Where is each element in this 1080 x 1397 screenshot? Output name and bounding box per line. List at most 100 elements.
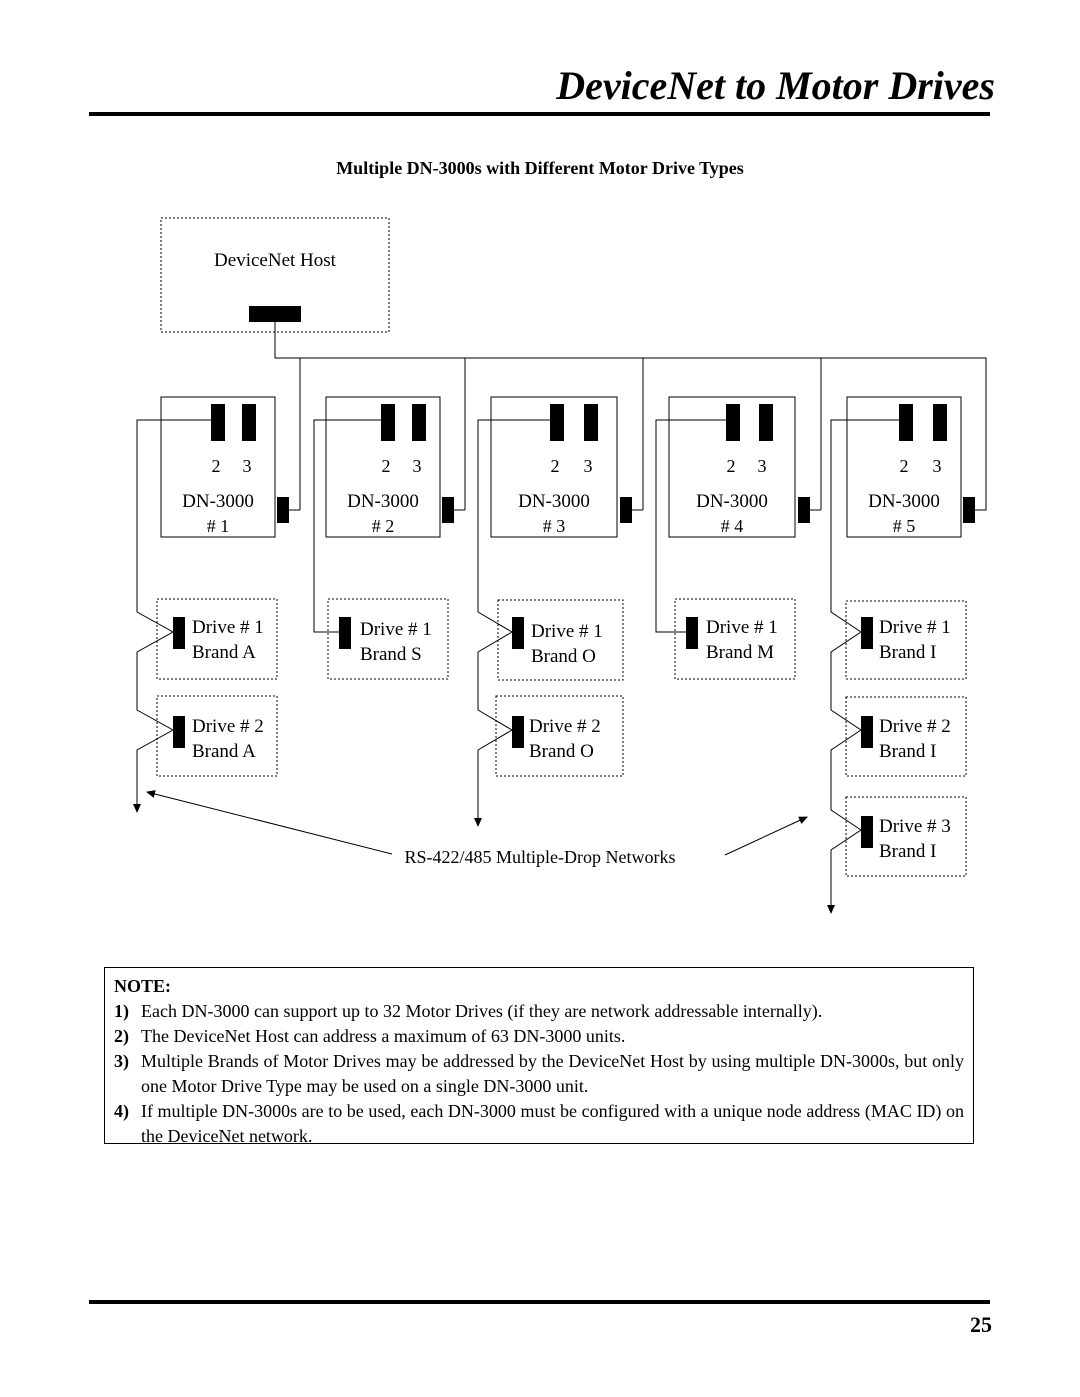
port-2-connector bbox=[211, 404, 225, 441]
drive-brand: Brand I bbox=[879, 642, 937, 663]
devicenet-host-label: DeviceNet Host bbox=[214, 250, 337, 271]
devicenet-connector bbox=[798, 497, 810, 523]
drive-name: Drive # 1 bbox=[531, 621, 603, 642]
drive-box-frame bbox=[327, 598, 449, 680]
drive-name: Drive # 3 bbox=[879, 816, 951, 837]
note-number: 3) bbox=[114, 1051, 129, 1071]
port-2-label: 2 bbox=[212, 456, 221, 476]
port-3-label: 3 bbox=[933, 456, 942, 476]
note-title: NOTE: bbox=[114, 976, 172, 996]
dn3000-model: DN-3000 bbox=[696, 491, 768, 512]
drive-box-frame bbox=[495, 695, 624, 777]
port-3-label: 3 bbox=[584, 456, 593, 476]
port-2-label: 2 bbox=[551, 456, 560, 476]
devicenet-trunk bbox=[274, 322, 987, 511]
port-2-connector bbox=[550, 404, 564, 441]
port-2-label: 2 bbox=[382, 456, 391, 476]
note-item: 4) If multiple DN-3000s are to be used, … bbox=[114, 1099, 964, 1149]
drive-box-frame bbox=[845, 696, 967, 777]
callout-arrow-right bbox=[724, 816, 808, 856]
port-2-label: 2 bbox=[900, 456, 909, 476]
drive-box: Drive # 2 Brand O bbox=[495, 695, 624, 777]
drive-brand: Brand M bbox=[706, 642, 774, 663]
dn3000-number: # 1 bbox=[207, 516, 230, 536]
devicenet-connector bbox=[277, 497, 289, 523]
port-3-connector bbox=[412, 404, 426, 441]
port-3-label: 3 bbox=[243, 456, 252, 476]
note-box: NOTE: 1) Each DN-3000 can support up to … bbox=[104, 967, 974, 1146]
dn3000-number: # 3 bbox=[543, 516, 566, 536]
drive-connector bbox=[512, 617, 524, 649]
drive-box-frame bbox=[156, 695, 278, 777]
drive-box: Drive # 1 Brand I bbox=[845, 600, 967, 680]
dn3000-box bbox=[325, 396, 441, 538]
devicenet-connector bbox=[963, 497, 975, 523]
drive-brand: Brand S bbox=[360, 644, 422, 665]
dn3000-box bbox=[490, 396, 618, 538]
dn3000-box bbox=[846, 396, 962, 538]
note-number: 2) bbox=[114, 1026, 129, 1046]
port-2-connector bbox=[726, 404, 740, 441]
serial-bus-unit-3 bbox=[474, 419, 550, 827]
drive-brand: Brand O bbox=[529, 741, 594, 762]
dn3000-model: DN-3000 bbox=[182, 491, 254, 512]
dn3000-number: # 2 bbox=[372, 516, 395, 536]
diagram-title: Multiple DN-3000s with Different Motor D… bbox=[336, 158, 744, 178]
drive-brand: Brand A bbox=[192, 642, 256, 663]
drive-box: Drive # 1 Brand O bbox=[497, 599, 624, 681]
drive-name: Drive # 2 bbox=[879, 716, 951, 737]
host-connector bbox=[249, 306, 301, 322]
drive-connector bbox=[686, 617, 698, 649]
drive-name: Drive # 1 bbox=[360, 619, 432, 640]
port-2-label: 2 bbox=[727, 456, 736, 476]
drive-connector bbox=[339, 617, 351, 649]
drive-connector bbox=[861, 617, 873, 649]
note-text: Multiple Brands of Motor Drives may be a… bbox=[141, 1051, 964, 1096]
drive-box: Drive # 2 Brand A bbox=[156, 695, 278, 777]
note-item: 3) Multiple Brands of Motor Drives may b… bbox=[114, 1049, 964, 1099]
note-text: Each DN-3000 can support up to 32 Motor … bbox=[141, 1001, 823, 1021]
port-3-label: 3 bbox=[758, 456, 767, 476]
dn3000-unit-5: 2 3 DN-3000 # 5 bbox=[846, 396, 975, 538]
serial-bus-unit-5 bbox=[827, 419, 899, 914]
network-diagram: DeviceNet Host 2 3 DN-3000 # 1 2 3 DN-30… bbox=[133, 217, 987, 914]
port-3-label: 3 bbox=[413, 456, 422, 476]
port-2-connector bbox=[381, 404, 395, 441]
drive-box: Drive # 1 Brand S bbox=[327, 598, 449, 680]
drive-box-frame bbox=[156, 598, 278, 680]
dn3000-unit-3: 2 3 DN-3000 # 3 bbox=[490, 396, 632, 538]
drive-name: Drive # 2 bbox=[192, 716, 264, 737]
port-3-connector bbox=[242, 404, 256, 441]
note-number: 4) bbox=[114, 1101, 129, 1121]
devicenet-connector bbox=[620, 497, 632, 523]
drive-brand: Brand I bbox=[879, 741, 937, 762]
header-rule bbox=[89, 112, 990, 116]
page-header-title: DeviceNet to Motor Drives bbox=[556, 63, 995, 108]
drive-name: Drive # 1 bbox=[879, 617, 951, 638]
drive-box: Drive # 3 Brand I bbox=[845, 796, 967, 877]
drive-box-frame bbox=[497, 599, 624, 681]
devicenet-connector bbox=[442, 497, 454, 523]
serial-bus-unit-4 bbox=[655, 419, 726, 633]
dn3000-unit-2: 2 3 DN-3000 # 2 bbox=[325, 396, 454, 538]
drive-connector bbox=[861, 816, 873, 848]
serial-bus-unit-1 bbox=[133, 419, 211, 813]
note-text: If multiple DN-3000s are to be used, eac… bbox=[141, 1101, 964, 1146]
note-text: The DeviceNet Host can address a maximum… bbox=[141, 1026, 626, 1046]
drive-box-frame bbox=[845, 796, 967, 877]
drive-connector bbox=[861, 716, 873, 748]
dn3000-model: DN-3000 bbox=[518, 491, 590, 512]
port-3-connector bbox=[584, 404, 598, 441]
serial-bus-unit-2 bbox=[313, 419, 381, 633]
port-3-connector bbox=[759, 404, 773, 441]
drive-brand: Brand O bbox=[531, 646, 596, 667]
drive-connector bbox=[512, 716, 524, 748]
dn3000-unit-1: 2 3 DN-3000 # 1 bbox=[160, 396, 289, 538]
dn3000-model: DN-3000 bbox=[868, 491, 940, 512]
drive-name: Drive # 1 bbox=[706, 617, 778, 638]
dn3000-box bbox=[668, 396, 796, 538]
drive-box: Drive # 1 Brand M bbox=[674, 598, 796, 680]
dn3000-number: # 4 bbox=[721, 516, 744, 536]
drive-brand: Brand I bbox=[879, 841, 937, 862]
port-3-connector bbox=[933, 404, 947, 441]
